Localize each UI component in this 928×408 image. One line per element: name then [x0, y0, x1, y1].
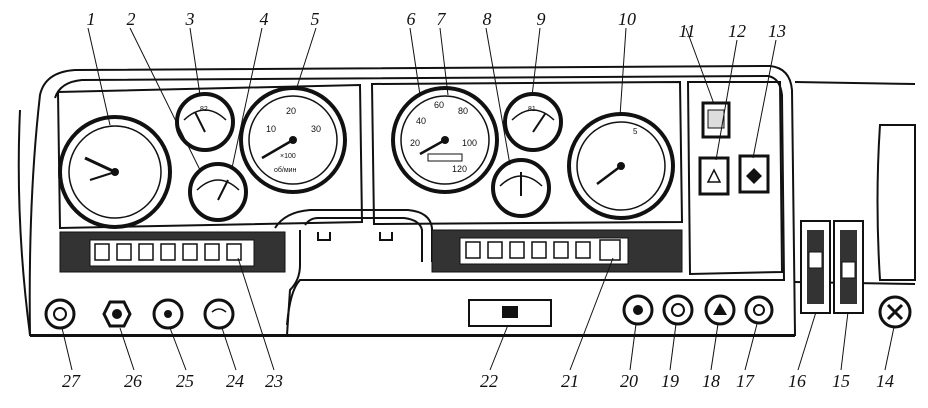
callout-8: 8	[482, 9, 492, 29]
callout-6: 6	[406, 9, 416, 29]
knob-26	[102, 300, 132, 328]
gauge-1-dial	[58, 115, 172, 229]
speedometer-scale-60: 60	[434, 100, 444, 110]
gauge-4-dial	[188, 162, 248, 222]
callout-21: 21	[561, 371, 579, 391]
callout-15: 15	[832, 371, 850, 391]
callout-22: 22	[480, 371, 498, 391]
callout-11: 11	[678, 21, 696, 41]
steering-column-cutout	[274, 209, 433, 336]
callout-26: 26	[124, 371, 142, 391]
callout-25: 25	[176, 371, 194, 391]
tachometer-scale-20: 20	[286, 106, 296, 116]
gauge-10-scale: 5	[633, 127, 638, 136]
slider-16	[800, 220, 831, 314]
tachometer-label: об/мин	[274, 166, 297, 174]
knob-14	[878, 295, 912, 329]
knob-24	[203, 298, 235, 330]
callout-3: 3	[185, 9, 195, 29]
tachometer-dial: 10 20 30 ×100 об/мин	[239, 86, 347, 194]
callout-12: 12	[728, 21, 746, 41]
tachometer-scale-10: 10	[266, 124, 276, 134]
callout-20: 20	[620, 371, 638, 391]
tachometer-scale-30: 30	[311, 124, 321, 134]
gauge-3-label: 82	[200, 106, 208, 113]
knob-18	[704, 294, 736, 326]
callout-10: 10	[618, 9, 636, 29]
callout-7: 7	[436, 9, 446, 29]
switch-13	[738, 154, 770, 194]
warning-lamp-strip-right	[431, 229, 683, 273]
speedometer-scale-120: 120	[452, 164, 467, 174]
gauge-3-dial: 82	[175, 92, 235, 152]
dash-inner-outline	[54, 74, 786, 326]
switch-panel	[686, 81, 784, 276]
callout-19: 19	[661, 371, 679, 391]
speedometer-scale-40: 40	[416, 116, 426, 126]
callout-1: 1	[86, 9, 96, 29]
tachometer-unit: ×100	[280, 153, 296, 160]
gauge-8-dial	[491, 158, 551, 218]
gauge-9-dial: 81	[503, 92, 563, 152]
callout-14: 14	[876, 371, 894, 391]
knob-19	[662, 294, 694, 326]
speedometer-scale-100: 100	[462, 138, 477, 148]
callout-16: 16	[788, 371, 806, 391]
callout-17: 17	[736, 371, 754, 391]
center-cluster-panel	[370, 80, 684, 226]
knob-25	[152, 298, 184, 330]
speedometer-scale-80: 80	[458, 106, 468, 116]
knob-17	[744, 295, 774, 325]
callout-2: 2	[126, 9, 136, 29]
switch-12	[698, 156, 730, 196]
callout-5: 5	[310, 9, 320, 29]
callout-13: 13	[768, 21, 786, 41]
knob-20	[622, 294, 654, 326]
callout-9: 9	[536, 9, 546, 29]
callout-23: 23	[265, 371, 283, 391]
speedometer-scale-20: 20	[410, 138, 420, 148]
leader-lines	[61, 27, 895, 371]
warning-lamp-strip-left	[59, 231, 286, 273]
knob-27	[44, 298, 76, 330]
callout-27: 27	[62, 371, 80, 391]
slider-15	[833, 220, 864, 314]
dash-outline	[28, 64, 797, 336]
gauge-9-label: 81	[528, 106, 536, 113]
gauge-10-dial: 5	[567, 112, 675, 220]
speedometer-dial: 20 40 60 80 100 120	[391, 86, 499, 194]
callout-24: 24	[226, 371, 244, 391]
switch-22	[468, 299, 552, 327]
callout-18: 18	[702, 371, 720, 391]
callout-4: 4	[259, 9, 269, 29]
